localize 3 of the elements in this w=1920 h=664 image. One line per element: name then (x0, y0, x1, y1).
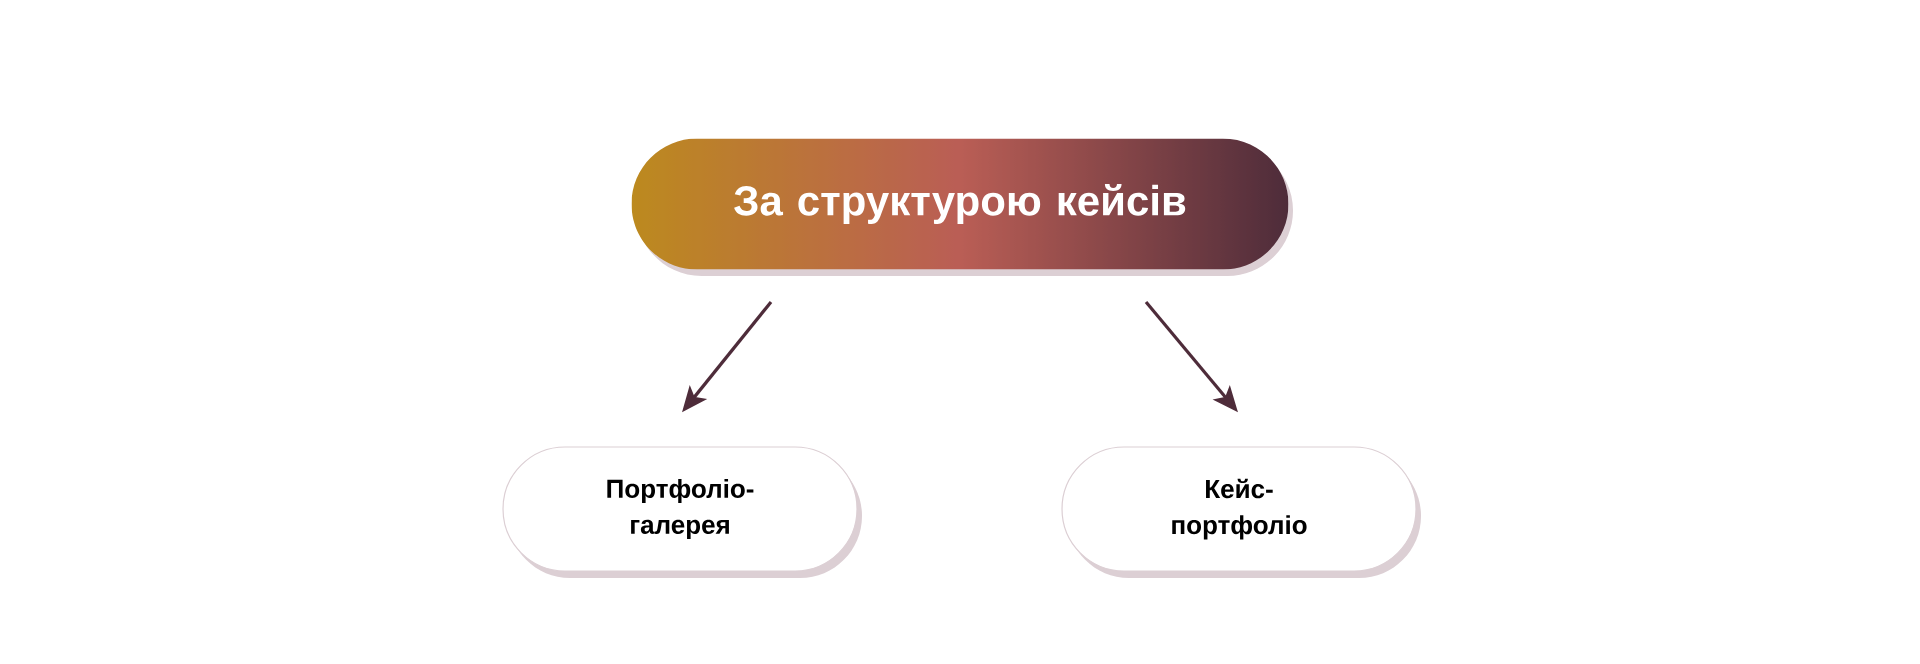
category-pill: Кейс-портфоліо (1061, 446, 1421, 578)
category-pill: Портфоліо-галерея (502, 446, 862, 578)
title-pill: За структурою кейсів (631, 138, 1293, 276)
